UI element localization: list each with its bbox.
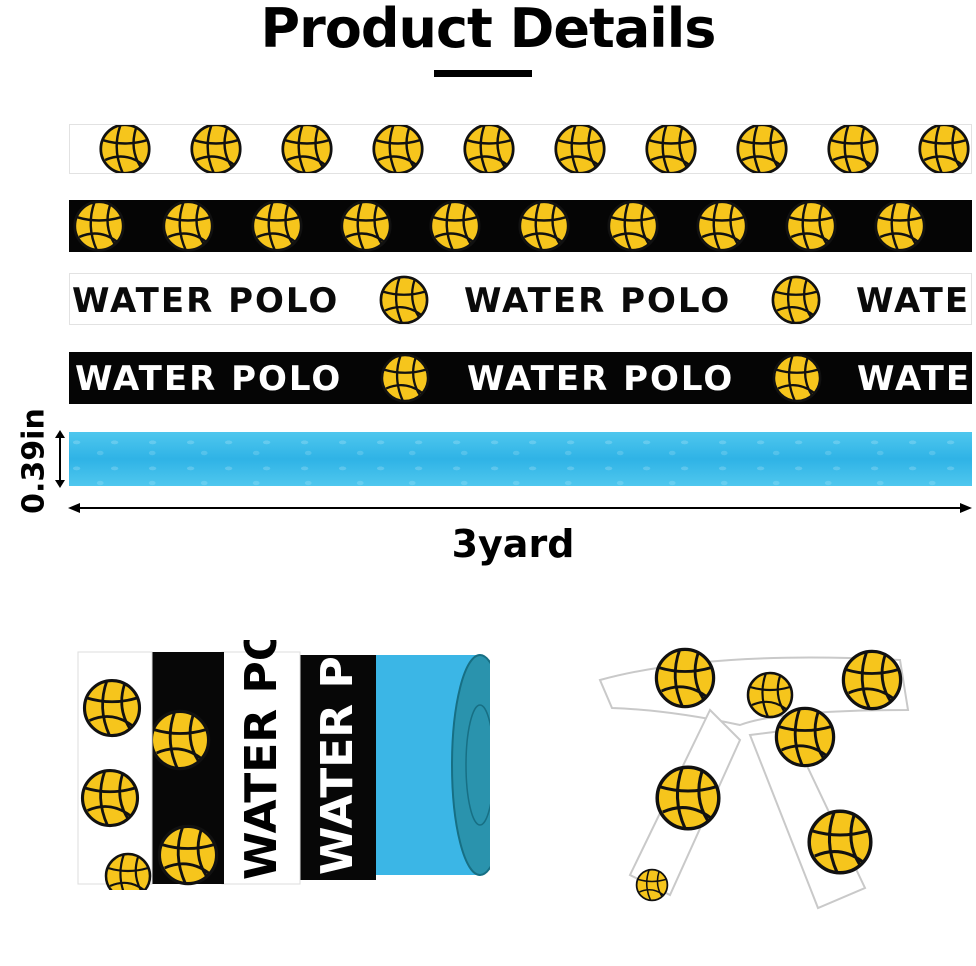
roll-label: WATER POLO bbox=[236, 640, 287, 880]
water-polo-ball-icon bbox=[518, 200, 570, 252]
width-arrow bbox=[55, 430, 65, 488]
ribbon-label: WATER POLO bbox=[857, 359, 972, 399]
water-polo-ball-icon bbox=[807, 809, 873, 875]
ribbon-label: WATER POLO bbox=[464, 281, 731, 321]
water-polo-ball-icon bbox=[463, 125, 515, 173]
water-polo-ball-icon bbox=[874, 200, 926, 252]
water-polo-ball-icon bbox=[380, 353, 430, 403]
water-polo-ball-icon bbox=[645, 125, 697, 173]
water-polo-ball-icon bbox=[99, 125, 151, 173]
length-arrow bbox=[68, 503, 972, 513]
water-polo-ball-icon bbox=[736, 125, 788, 173]
title-underline bbox=[434, 70, 532, 77]
water-polo-ball-icon bbox=[635, 868, 669, 902]
ribbon-label: WATER POLO bbox=[467, 359, 734, 399]
water-polo-ball-icon bbox=[654, 647, 716, 709]
page-title: Product Details bbox=[260, 0, 717, 60]
ribbon-white-text: WATER POLO WATER POLO WATER POLO bbox=[69, 273, 972, 325]
text-pattern: WATER POLO WATER POLO WATER POLO bbox=[75, 353, 972, 403]
ball-pattern bbox=[99, 125, 970, 173]
ribbon-black-text: WATER POLO WATER POLO WATER POLO bbox=[69, 352, 972, 404]
water-polo-ball-icon bbox=[785, 200, 837, 252]
ribbon-label: WATER POLO bbox=[856, 281, 972, 321]
water-polo-ball-icon bbox=[372, 125, 424, 173]
ribbon-bow-image bbox=[598, 647, 910, 910]
water-polo-ball-icon bbox=[918, 125, 970, 173]
water-polo-ball-icon bbox=[554, 125, 606, 173]
water-polo-ball-icon bbox=[162, 200, 214, 252]
water-polo-ball-icon bbox=[696, 200, 748, 252]
width-label-box: 0.39in bbox=[14, 398, 54, 524]
water-polo-ball-icon bbox=[774, 706, 836, 768]
water-polo-ball-icon bbox=[190, 125, 242, 173]
water-polo-ball-icon bbox=[429, 200, 481, 252]
water-polo-ball-icon bbox=[841, 649, 903, 711]
water-polo-ball-icon bbox=[771, 275, 821, 324]
ball-pattern bbox=[73, 200, 926, 252]
ribbon-rolls-image: WATER POLO WATER POLO bbox=[77, 640, 490, 890]
water-polo-ball-icon bbox=[655, 765, 721, 831]
water-polo-ball-icon bbox=[251, 200, 303, 252]
ribbon-blue-water bbox=[69, 432, 972, 486]
water-polo-ball-icon bbox=[340, 200, 392, 252]
ribbon-white-balls bbox=[69, 124, 972, 174]
water-polo-ball-icon bbox=[281, 125, 333, 173]
roll-label: WATER POLO bbox=[312, 640, 363, 875]
water-polo-ball-icon bbox=[607, 200, 659, 252]
water-polo-ball-icon bbox=[746, 671, 794, 719]
water-polo-ball-icon bbox=[827, 125, 879, 173]
water-polo-ball-icon bbox=[73, 200, 125, 252]
water-polo-ball-icon bbox=[379, 275, 429, 324]
ribbon-label: WATER POLO bbox=[72, 281, 339, 321]
length-label: 3yard bbox=[451, 522, 575, 566]
ribbon-black-balls bbox=[69, 200, 972, 252]
text-pattern: WATER POLO WATER POLO WATER POLO bbox=[72, 275, 972, 324]
ribbon-label: WATER POLO bbox=[75, 359, 342, 399]
width-label: 0.39in bbox=[16, 408, 52, 514]
water-polo-ball-icon bbox=[772, 353, 822, 403]
